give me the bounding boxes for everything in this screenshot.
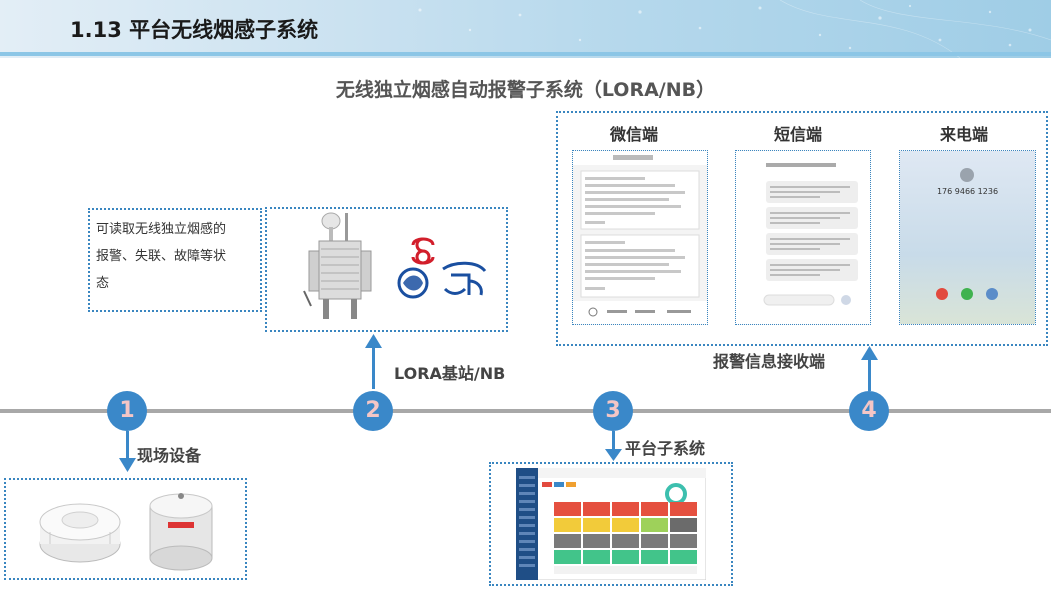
sms-screen-image [736, 151, 870, 324]
channel-sms-label: 短信端 [773, 125, 822, 144]
arrow-head-down-icon [605, 449, 622, 461]
channel-wechat-label: 微信端 [609, 125, 658, 144]
wireless-smoke-detector-image [149, 493, 213, 571]
arrow-up-receivers [868, 357, 871, 391]
header-divider [0, 52, 1051, 56]
carrier-logos [385, 231, 493, 301]
base-station-box [265, 207, 508, 332]
arrow-down-onsite [126, 431, 129, 461]
arrow-head-up-icon [861, 346, 878, 360]
arrow-head-down-icon [119, 458, 136, 472]
carrier-logo-icon [397, 237, 487, 299]
smoke-detector-image [39, 503, 121, 563]
arrow-down-platform [612, 431, 615, 453]
note-line: 态 [96, 276, 110, 291]
platform-subsystem-box [489, 462, 733, 586]
channel-call-label: 来电端 [939, 125, 988, 144]
diagram-title: 无线独立烟感自动报警子系统（LORA/NB） [335, 79, 716, 101]
note-line: 可读取无线独立烟感的 [96, 222, 227, 237]
wechat-screen-image [573, 151, 707, 324]
note-line: 报警、失联、故障等状 [96, 249, 227, 264]
header-banner: 1.13 平台无线烟感子系统 [0, 0, 1051, 58]
onsite-devices-box [4, 478, 247, 580]
step-1-circle: 1 [107, 391, 147, 431]
step-3-circle: 3 [593, 391, 633, 431]
label-platform-subsystem: 平台子系统 [625, 439, 706, 458]
arrow-head-up-icon [365, 334, 382, 348]
alarm-receiver-box: 微信端 短信端 来电端 [556, 111, 1048, 346]
label-onsite-devices: 现场设备 [137, 446, 202, 465]
platform-dashboard-image [516, 468, 706, 580]
call-screenshot: 176 9466 1236 [899, 150, 1036, 325]
arrow-up-base-station [372, 345, 375, 389]
sms-screenshot [735, 150, 871, 325]
label-base-station: LORA基站/NB [394, 364, 506, 383]
page-title: 1.13 平台无线烟感子系统 [70, 18, 319, 42]
note-box: 可读取无线独立烟感的 报警、失联、故障等状 态 [88, 208, 262, 312]
caller-number: 176 9466 1236 [936, 187, 999, 196]
step-2-circle: 2 [353, 391, 393, 431]
header-decoration [418, 0, 1051, 58]
wechat-screenshot [572, 150, 708, 325]
call-screen-image [900, 151, 1035, 324]
timeline-line [0, 409, 1051, 413]
lora-gateway-image [303, 212, 372, 319]
step-4-circle: 4 [849, 391, 889, 431]
label-alarm-receiver: 报警信息接收端 [713, 352, 826, 371]
